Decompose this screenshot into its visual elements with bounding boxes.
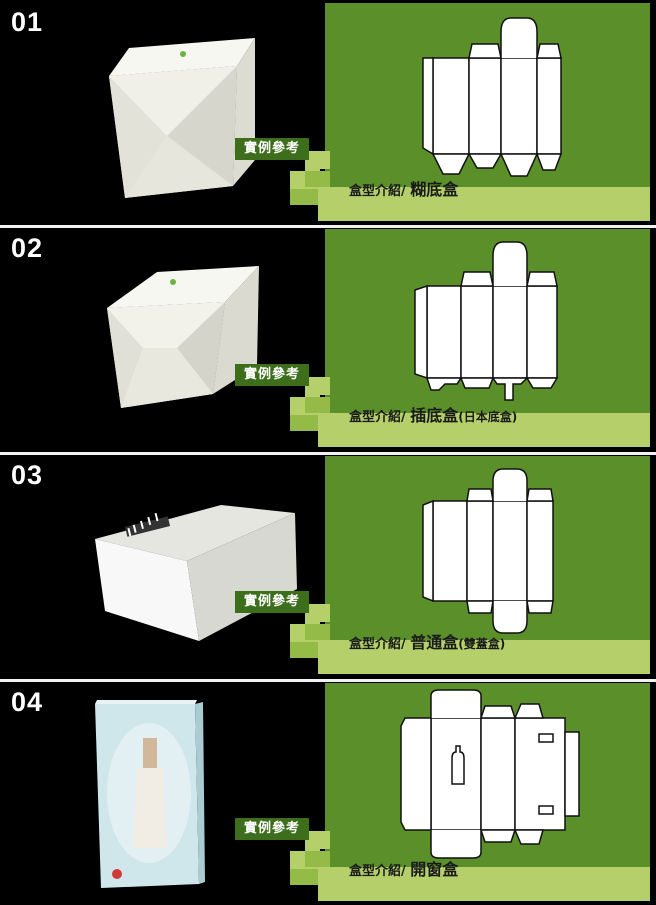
- box-type-prefix: 盒型介紹/: [349, 864, 411, 879]
- dieline-glued-bottom: [422, 17, 563, 177]
- box-type-note: (雙蓋盒): [458, 637, 506, 651]
- box-type-name: 普通盒: [410, 633, 459, 652]
- box-type-prefix: 盒型介紹/: [349, 637, 411, 652]
- panel-number: 04: [11, 687, 44, 717]
- panel-divider: [0, 452, 656, 455]
- panel-divider: [0, 679, 656, 682]
- box-type-note: (日本底盒): [458, 410, 518, 424]
- box-type-name: 糊底盒: [410, 180, 459, 199]
- label-ribbon: [290, 151, 650, 221]
- panel-number: 01: [11, 7, 44, 37]
- panel-number: 03: [11, 460, 44, 490]
- box-type-label: 盒型介紹/ 糊底盒: [349, 179, 458, 203]
- label-ribbon: [290, 831, 650, 901]
- example-label: 實例參考: [235, 818, 309, 840]
- panel-04: 04 實例參考 盒型介紹/ 開窗盒: [5, 683, 650, 901]
- product-photo-tuck-bottom-box: [107, 266, 259, 408]
- panel-divider: [0, 225, 656, 228]
- box-type-label: 盒型介紹/ 普通盒(雙蓋盒): [349, 632, 505, 656]
- example-label: 實例參考: [235, 364, 309, 386]
- panel-02: 02 實例參考 盒型介紹/ 插底盒(日本底盒): [5, 229, 650, 447]
- product-photo-window-box: [95, 700, 205, 888]
- product-photo-double-tuck-box: [95, 505, 297, 641]
- box-type-name: 插底盒: [410, 406, 459, 425]
- example-label: 實例參考: [235, 138, 309, 160]
- panel-03: 03 實例參考 盒型介紹/ 普通盒(雙蓋盒): [5, 456, 650, 674]
- dieline-double-tuck: [422, 468, 554, 634]
- box-type-prefix: 盒型介紹/: [349, 184, 411, 199]
- dieline-tuck-bottom: [414, 241, 559, 401]
- panel-number: 02: [11, 233, 44, 263]
- label-ribbon: [290, 377, 650, 447]
- product-photo-glued-bottom-box: [109, 38, 255, 198]
- panel-01: 01 實例參考 盒型介紹/ 糊底盒: [5, 3, 650, 221]
- label-ribbon: [290, 604, 650, 674]
- example-label: 實例參考: [235, 591, 309, 613]
- box-type-prefix: 盒型介紹/: [349, 410, 411, 425]
- box-type-label: 盒型介紹/ 開窗盒: [349, 859, 458, 883]
- box-type-name: 開窗盒: [410, 860, 459, 879]
- box-type-label: 盒型介紹/ 插底盒(日本底盒): [349, 405, 517, 429]
- dieline-window-box: [400, 689, 580, 859]
